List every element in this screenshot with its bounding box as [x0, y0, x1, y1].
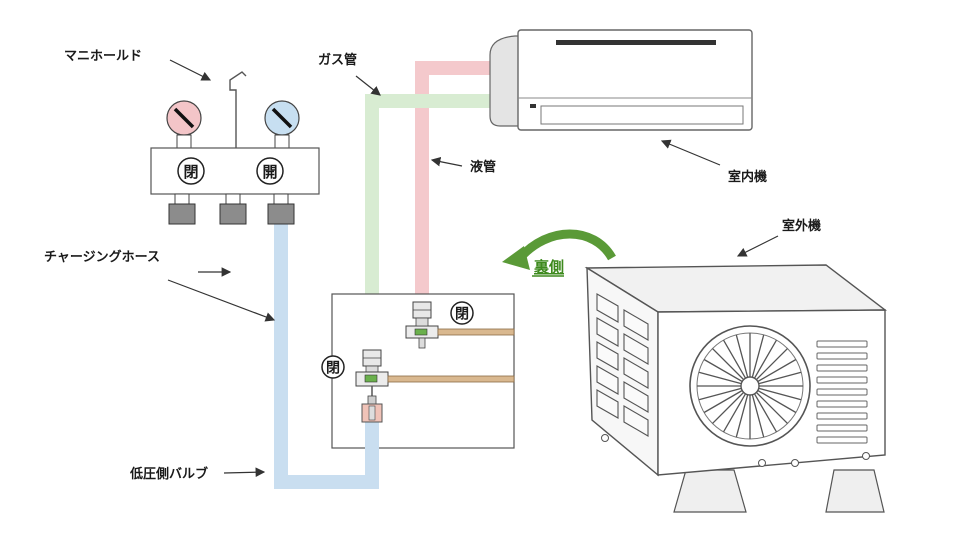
- indoor-unit: [489, 29, 753, 131]
- fan-spoke: [712, 391, 745, 424]
- label-manifold: マニホールド: [64, 49, 142, 64]
- fan-spoke: [753, 339, 778, 379]
- liquid-service-valve: [405, 301, 515, 349]
- liquid-valve-state: 閉: [450, 301, 474, 325]
- fan-spoke: [698, 371, 742, 385]
- label-low-pressure-valve: 低圧側バルブ: [129, 466, 208, 482]
- manifold-right-valve-state: 開: [256, 157, 284, 185]
- fan-spoke: [758, 387, 802, 401]
- fan-spoke: [758, 371, 802, 385]
- svg-text:閉: 閉: [326, 361, 340, 377]
- gas-valve-state: 閉: [321, 355, 345, 379]
- label-outdoor-unit: 室外機: [782, 218, 821, 234]
- fan-spoke: [722, 393, 747, 433]
- outdoor-unit: [584, 264, 888, 513]
- charging-hose: [274, 220, 379, 489]
- fan-spoke: [751, 334, 765, 378]
- fan-guard: [689, 325, 811, 447]
- low-pressure-gauge: [264, 100, 300, 149]
- fan-spoke: [755, 348, 788, 381]
- label-back-side: 裏側: [533, 258, 564, 276]
- leader-lines: [167, 59, 779, 478]
- fan-spoke: [757, 389, 797, 414]
- fan-spoke: [703, 358, 743, 383]
- fan-spoke: [757, 358, 797, 383]
- label-indoor-unit: 室内機: [728, 169, 767, 185]
- fan-spoke: [703, 389, 743, 414]
- manifold-left-valve-state: 閉: [177, 157, 205, 185]
- gas-service-valve: [355, 349, 515, 423]
- svg-text:閉: 閉: [183, 163, 198, 181]
- fan-spoke: [753, 393, 778, 433]
- fan-spoke: [698, 387, 742, 401]
- manifold-ports: [168, 193, 295, 225]
- fan-spoke: [722, 339, 747, 379]
- back-side-arrow: [502, 229, 616, 270]
- label-charging-hose: チャージングホース: [44, 249, 160, 265]
- svg-text:閉: 閉: [455, 307, 469, 323]
- fan-spoke: [735, 334, 749, 378]
- side-grille: [596, 293, 649, 437]
- liquid-pipe: [415, 61, 500, 300]
- manifold-body: [150, 147, 320, 195]
- fan-spoke: [751, 394, 765, 438]
- fan-spoke: [735, 394, 749, 438]
- fan-spoke: [755, 391, 788, 424]
- front-vents: [816, 340, 868, 444]
- gas-pipe: [365, 94, 500, 352]
- manifold-gauge: 閉 開: [150, 71, 320, 225]
- label-gas-pipe: ガス管: [318, 52, 357, 68]
- svg-text:開: 開: [262, 163, 277, 181]
- fan-spoke: [712, 348, 745, 381]
- label-liquid-pipe: 液管: [470, 159, 496, 175]
- high-pressure-gauge: [166, 100, 202, 149]
